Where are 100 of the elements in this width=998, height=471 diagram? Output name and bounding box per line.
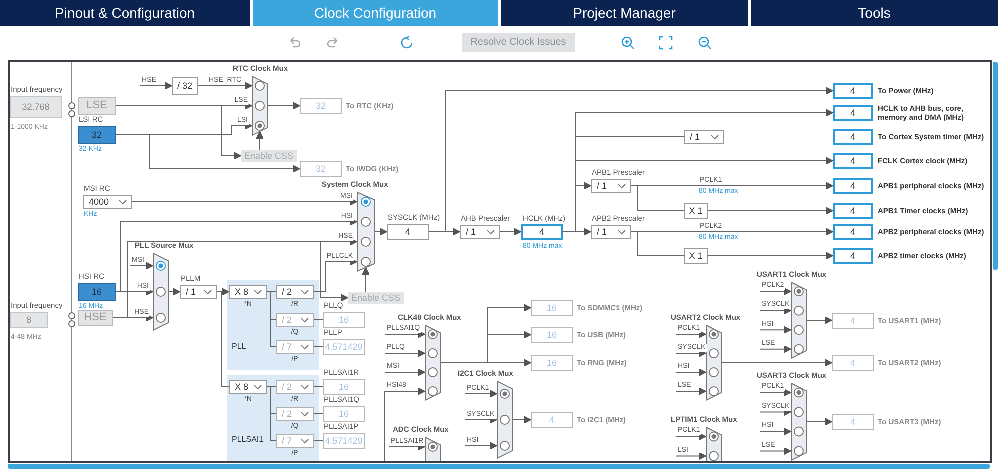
connector-arrow: [464, 442, 498, 450]
value-text: 32: [92, 130, 102, 140]
connector-arrow: [760, 408, 792, 416]
connector-arrow: [760, 306, 792, 315]
value-text: 4: [540, 226, 544, 238]
value-text: 4: [850, 250, 856, 262]
value-text: 16: [339, 382, 349, 392]
connector-arrow: [500, 228, 522, 236]
connector-arrow: [760, 447, 792, 456]
oscillator-box: [78, 97, 116, 115]
value-text: 4000: [89, 196, 110, 208]
value-text: 4: [850, 132, 856, 142]
value-text: X 8: [235, 382, 249, 392]
tab: Tools: [751, 0, 998, 26]
value-text: Enable CSS: [244, 150, 294, 162]
connector-arrow: [676, 432, 706, 441]
connector-arrow: [130, 262, 154, 270]
connector-arrow: [760, 388, 792, 397]
value-text: 4: [850, 358, 856, 368]
value-text: / 2: [282, 408, 292, 420]
value-text: 32: [316, 164, 326, 174]
value-text: / 2: [282, 382, 292, 392]
panel-title: PLL: [232, 342, 246, 352]
connector-arrow: [708, 207, 834, 215]
value-text: 16: [547, 302, 557, 314]
connector-arrow: [806, 418, 832, 426]
connector-arrow: [512, 416, 532, 424]
connector-arrow: [760, 428, 792, 436]
value-text: 4: [850, 156, 856, 166]
connector-arrow: [676, 330, 706, 338]
connector-arrow: [132, 198, 358, 206]
value-text: / 1: [186, 286, 196, 298]
connector-arrow: [268, 102, 300, 110]
connector-arrow: [440, 359, 532, 367]
connector-arrow: [464, 416, 498, 424]
value-text: 16: [339, 314, 349, 326]
value-text: / 2: [282, 286, 292, 298]
value-text: 4: [850, 206, 856, 216]
connector-arrow: [112, 314, 154, 322]
value-text: 16: [547, 330, 557, 340]
value-text: / 2: [282, 314, 292, 326]
value-text: / 7: [282, 436, 292, 446]
connector-arrow: [384, 368, 426, 376]
value-text: 32.768: [22, 102, 50, 112]
value-text: 4: [850, 416, 856, 428]
connector-arrow: [760, 288, 792, 296]
connector-arrow: [760, 345, 792, 354]
value-text: X 1: [689, 250, 703, 262]
value-text: HSE: [84, 312, 107, 324]
value-text: 16: [339, 408, 349, 420]
value-text: 4: [850, 108, 856, 118]
value-text: 4: [850, 226, 856, 238]
connector-arrow: [116, 106, 242, 160]
pll-panel: [227, 280, 319, 370]
pll-panel: [227, 375, 319, 461]
value-text: 4: [406, 226, 410, 238]
connector-arrow: [676, 368, 706, 376]
connector-arrow: [464, 390, 498, 398]
tab: Project Manager: [501, 0, 748, 26]
value-text: 16: [547, 358, 557, 368]
connector-arrow: [384, 350, 426, 358]
connector-arrow: [806, 316, 832, 324]
connector-arrow: [676, 452, 706, 460]
value-text: 4: [850, 180, 856, 192]
connector-arrow: [374, 228, 388, 236]
value-text: / 32: [178, 80, 192, 92]
value-text: 4: [550, 414, 554, 426]
connector-arrow: [676, 388, 706, 396]
value-text: 4: [850, 315, 856, 326]
value-text: LSE: [86, 100, 108, 112]
connector-arrow: [722, 359, 832, 367]
tab: Clock Configuration: [253, 0, 498, 26]
value-text: Enable CSS: [351, 292, 401, 304]
connector-arrow: [760, 326, 792, 334]
connector-arrow: [384, 330, 426, 338]
value-text: 8: [26, 314, 32, 326]
prescaler-box: [172, 77, 198, 95]
connector-arrow: [168, 288, 180, 296]
connector-arrow: [256, 132, 264, 150]
enable-css-button: [241, 150, 297, 162]
connector-arrow: [562, 228, 592, 236]
value-text: / 1: [597, 180, 608, 192]
connector-arrow: [314, 258, 358, 292]
oscillator-box: [78, 310, 113, 326]
prescaler-dropdown: [684, 130, 724, 144]
value-text: 4.571429: [325, 342, 363, 352]
value-text: / 1: [597, 226, 608, 238]
connector-arrow: [140, 82, 172, 90]
connector-arrow: [384, 388, 426, 461]
prescaler-box: [684, 248, 708, 264]
connector-arrow: [198, 82, 252, 90]
connector-arrow: [362, 268, 370, 292]
value-text: 4.571429: [325, 436, 363, 446]
prescaler-box: [684, 203, 708, 219]
value-text: 16: [92, 286, 102, 298]
tab: Pinout & Configuration: [0, 0, 250, 26]
connector-arrow: [388, 443, 426, 451]
connector-arrow: [708, 252, 834, 260]
value-text: 32: [316, 100, 326, 112]
value-text: 4: [850, 86, 856, 96]
